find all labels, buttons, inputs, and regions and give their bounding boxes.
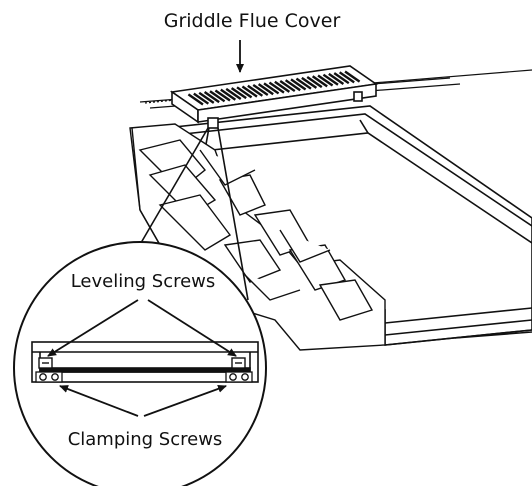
leveling-screw-left bbox=[38, 357, 53, 369]
label-leveling-screws: Leveling Screws bbox=[71, 271, 216, 292]
vent-slot bbox=[209, 90, 226, 103]
vent-slot bbox=[274, 80, 291, 93]
vent-slot bbox=[295, 77, 312, 90]
vent-slot bbox=[344, 70, 361, 83]
vent-slot bbox=[279, 80, 296, 93]
vent-slot bbox=[328, 72, 345, 85]
vent-slot bbox=[247, 84, 264, 97]
leveling-arrow-right bbox=[147, 299, 237, 357]
vent-slot bbox=[284, 79, 301, 92]
vent-slot bbox=[225, 87, 242, 100]
vent-slot bbox=[252, 83, 269, 96]
leveling-arrow-left bbox=[47, 299, 139, 357]
clamping-screw-right bbox=[225, 371, 253, 383]
vent-slot bbox=[322, 73, 339, 86]
clamping-arrow-left bbox=[59, 385, 139, 417]
vent-slot bbox=[311, 75, 328, 88]
vent-slot bbox=[241, 85, 258, 98]
callout-cone bbox=[137, 127, 249, 301]
vent-slot bbox=[198, 91, 215, 104]
vent-slot bbox=[317, 74, 334, 87]
label-flue-cover: Griddle Flue Cover bbox=[164, 10, 341, 32]
clamping-screw-left bbox=[35, 371, 63, 383]
vent-slot bbox=[214, 89, 231, 102]
vent-slot bbox=[193, 92, 210, 105]
vent-slot bbox=[333, 72, 350, 85]
vent-slot bbox=[268, 81, 285, 94]
vent-slot bbox=[187, 93, 204, 106]
vent-slot bbox=[263, 82, 280, 95]
vent-slot bbox=[306, 76, 323, 89]
leveling-screw-right bbox=[231, 357, 246, 369]
vent-slot bbox=[257, 83, 274, 96]
callout-arrows bbox=[47, 40, 244, 417]
label-clamping-screws: Clamping Screws bbox=[68, 429, 223, 450]
flue-cover-bracket bbox=[31, 341, 259, 383]
vent-slot bbox=[290, 78, 307, 91]
vent-slot bbox=[236, 86, 253, 99]
vent-slot bbox=[203, 91, 220, 104]
vent-slot bbox=[220, 88, 237, 101]
flue-cover-slots bbox=[187, 70, 361, 106]
clamping-arrow-right bbox=[143, 384, 227, 417]
vent-slot bbox=[338, 71, 355, 84]
vent-slot bbox=[230, 87, 247, 100]
vent-slot bbox=[301, 76, 318, 89]
